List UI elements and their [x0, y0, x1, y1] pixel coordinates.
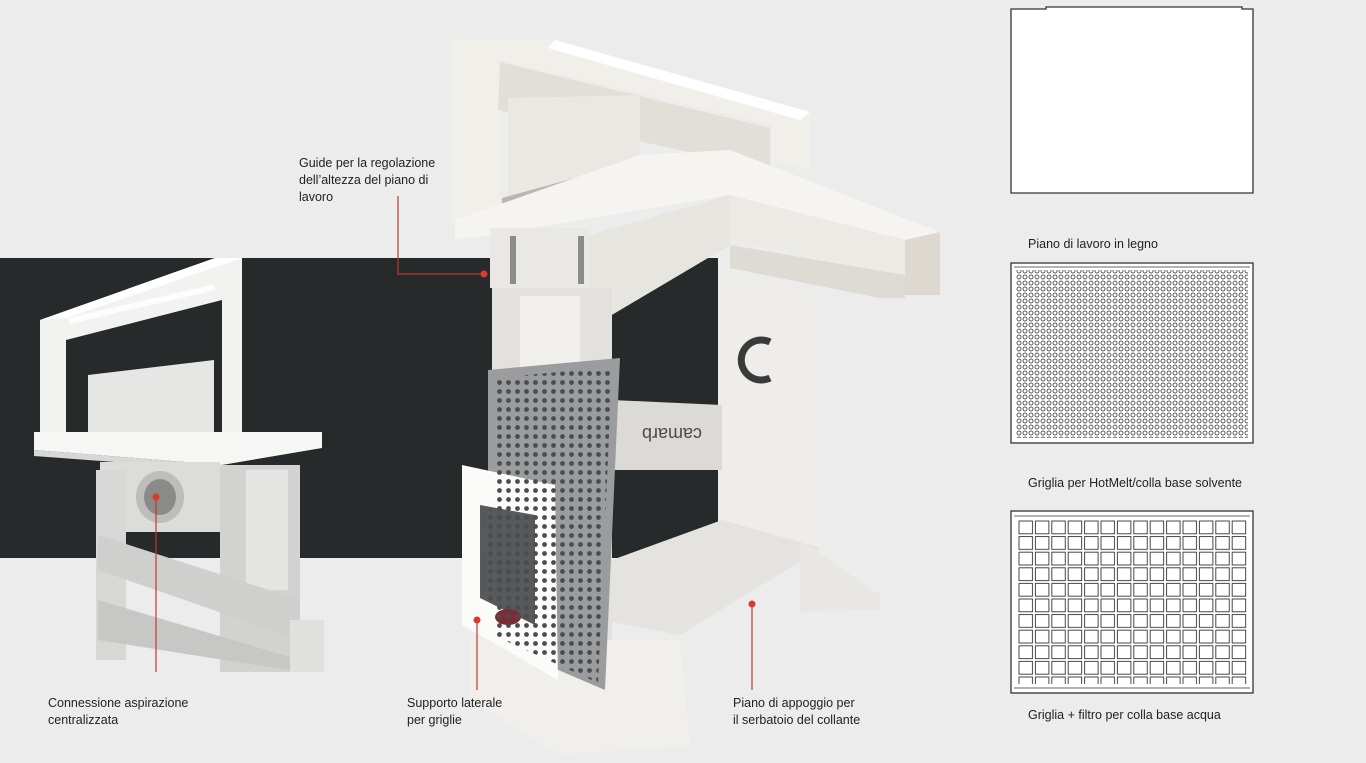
workbench-illustration: camarb — [34, 40, 940, 690]
caption-hotmelt-grid: Griglia per HotMelt/colla base solvente — [1028, 476, 1242, 490]
small-workbench — [34, 258, 324, 672]
callout-lines — [152, 196, 756, 690]
label-central-aspiration: Connessione aspirazione centralizzata — [48, 696, 189, 727]
caption-wooden-worktop: Piano di lavoro in legno — [1028, 237, 1158, 251]
label-side-grid-support: Supporto laterale per griglie — [407, 696, 503, 727]
water-glue-grid-drawing — [1010, 510, 1254, 694]
label-height-guides: Guide per la regolazione dell’altezza de… — [299, 156, 436, 204]
brand-wordmark: camarb — [642, 424, 702, 444]
caption-water-glue-grid: Griglia + filtro per colla base acqua — [1028, 708, 1221, 722]
label-glue-tank-shelf: Piano di appoggio per il serbatoio del c… — [733, 696, 861, 727]
hotmelt-grid-drawing — [1010, 262, 1254, 444]
wooden-worktop-drawing — [1010, 6, 1254, 194]
brand-logo — [737, 336, 772, 384]
